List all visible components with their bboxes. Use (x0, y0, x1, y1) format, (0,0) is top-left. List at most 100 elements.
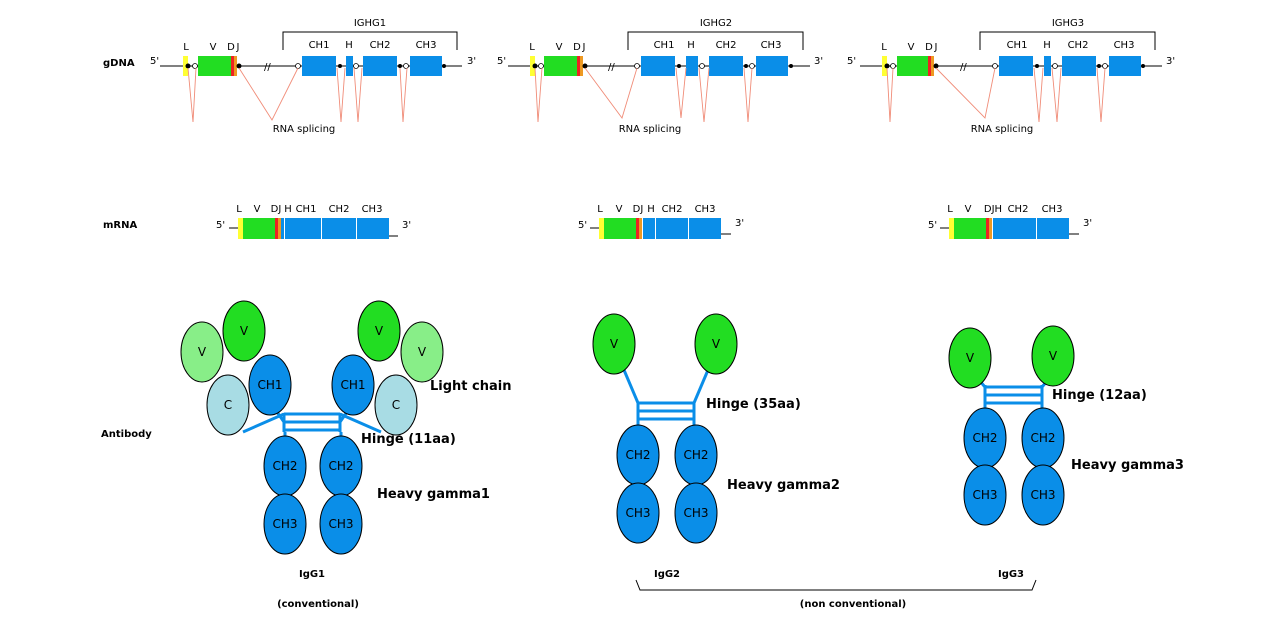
hinge-exon (1044, 56, 1051, 76)
domain-label-v: V (240, 324, 249, 338)
label-ch2: CH2 (1068, 40, 1089, 51)
d-segment (928, 56, 931, 76)
d-segment (636, 218, 639, 239)
hinge-bonds (622, 369, 710, 430)
label-l: L (881, 42, 887, 53)
label-h: H (647, 204, 655, 215)
label-v: V (965, 204, 972, 215)
light-chain-v-domain (180, 321, 224, 383)
label-djh: DJH (984, 204, 1002, 215)
splice-acceptor (353, 63, 359, 69)
gene-name: IGHG3 (1052, 18, 1084, 29)
mrna-igg3: 5' 3' L V DJH CH2 CH3 (928, 204, 1092, 239)
label-h: H (284, 204, 292, 215)
heavy-chain-v-domain (694, 313, 738, 375)
j-segment (234, 56, 237, 76)
gene-bracket (282, 31, 458, 50)
splice-lines (534, 67, 753, 123)
splice-donor (338, 64, 342, 68)
gap-break: // (264, 62, 271, 73)
row-label-gdna: gDNA (103, 58, 135, 69)
hinge-label: Hinge (35aa) (706, 397, 801, 412)
non-conventional-note: (non conventional) (800, 599, 906, 610)
v-exon (544, 56, 578, 76)
ch1-domain (248, 354, 292, 416)
antibody-igg2: V V CH2 CH2 CH3 CH3 Hinge (35aa) Heavy g… (592, 313, 840, 580)
label-l: L (947, 204, 953, 215)
hinge-label: Hinge (12aa) (1052, 388, 1147, 403)
gdna-ighg1: IGHG1 5' 3' // L V D J CH1 H CH2 CH3 (150, 18, 476, 135)
domain-label-v: V (712, 337, 721, 351)
gap-break: // (608, 62, 615, 73)
splice-donor (677, 64, 681, 68)
hinge-exon (686, 56, 698, 76)
label-dj: DJ (271, 204, 282, 215)
label-d: D (573, 42, 581, 53)
three-prime-label: 3' (1083, 218, 1092, 229)
label-ch1: CH1 (296, 204, 317, 215)
ch3-domain (1021, 464, 1065, 526)
isotype-label: IgG3 (998, 569, 1024, 580)
heavy-chain-v-domain (948, 327, 992, 389)
heavy-chain-label: Heavy gamma1 (377, 487, 490, 502)
splice-donor (236, 63, 242, 69)
hinge-region (281, 218, 284, 239)
label-ch3: CH3 (1114, 40, 1135, 51)
label-d: D (227, 42, 235, 53)
label-l: L (183, 42, 189, 53)
label-dj: DJ (633, 204, 644, 215)
three-prime-label: 3' (1166, 56, 1175, 67)
heavy-chain-v-domain (357, 300, 401, 362)
antibody-igg1: V C V CH1 V C V CH1 CH2 CH2 CH3 CH3 Ligh… (180, 300, 512, 610)
label-ch3: CH3 (1042, 204, 1063, 215)
label-d: D (925, 42, 933, 53)
row-label-antibody: Antibody (101, 429, 152, 440)
splice-donor (582, 63, 588, 69)
j-segment (639, 218, 642, 239)
domain-label-ch2: CH2 (683, 448, 708, 462)
splice-acceptor (634, 63, 640, 69)
splice-donor (398, 64, 402, 68)
ch1-exon (999, 56, 1033, 76)
label-v: V (210, 42, 217, 53)
three-prime-label: 3' (402, 220, 411, 231)
label-ch2: CH2 (662, 204, 683, 215)
rna-splicing-label: RNA splicing (273, 124, 336, 135)
ch3-domain (963, 464, 1007, 526)
label-ch2: CH2 (716, 40, 737, 51)
label-ch2: CH2 (329, 204, 350, 215)
label-j: J (934, 42, 938, 53)
isotype-label: IgG2 (654, 569, 680, 580)
hinge-region (643, 218, 655, 239)
d-segment (231, 56, 234, 76)
row-label-mrna: mRNA (103, 220, 137, 231)
heavy-chain-v-domain (222, 300, 266, 362)
label-l: L (236, 204, 242, 215)
domain-label-c: C (224, 398, 232, 412)
j-segment (989, 218, 992, 239)
gdna-ighg3: IGHG3 5' 3' // L V D J CH1 H CH2 CH3 (847, 18, 1175, 135)
domain-label-v: V (375, 324, 384, 338)
v-region (954, 218, 986, 239)
light-chain-label: Light chain (430, 379, 512, 394)
domain-label-ch3: CH3 (625, 506, 650, 520)
label-v: V (556, 42, 563, 53)
leader (949, 218, 954, 239)
five-prime-label: 5' (928, 220, 937, 231)
splice-acceptor (1102, 63, 1108, 69)
five-prime-label: 5' (578, 220, 587, 231)
splice-donor (744, 64, 748, 68)
splice-acceptor (699, 63, 705, 69)
v-exon (897, 56, 929, 76)
leader (238, 218, 243, 239)
domain-label-ch3: CH3 (328, 517, 353, 531)
label-ch3: CH3 (695, 204, 716, 215)
splice-donor (442, 64, 446, 68)
label-ch3: CH3 (362, 204, 383, 215)
mrna-igg2: 5' 3' L V DJ H CH2 CH3 (578, 204, 744, 239)
j-segment (931, 56, 934, 76)
v-exon (198, 56, 232, 76)
splice-donor (185, 63, 191, 69)
domain-label-ch3: CH3 (972, 488, 997, 502)
